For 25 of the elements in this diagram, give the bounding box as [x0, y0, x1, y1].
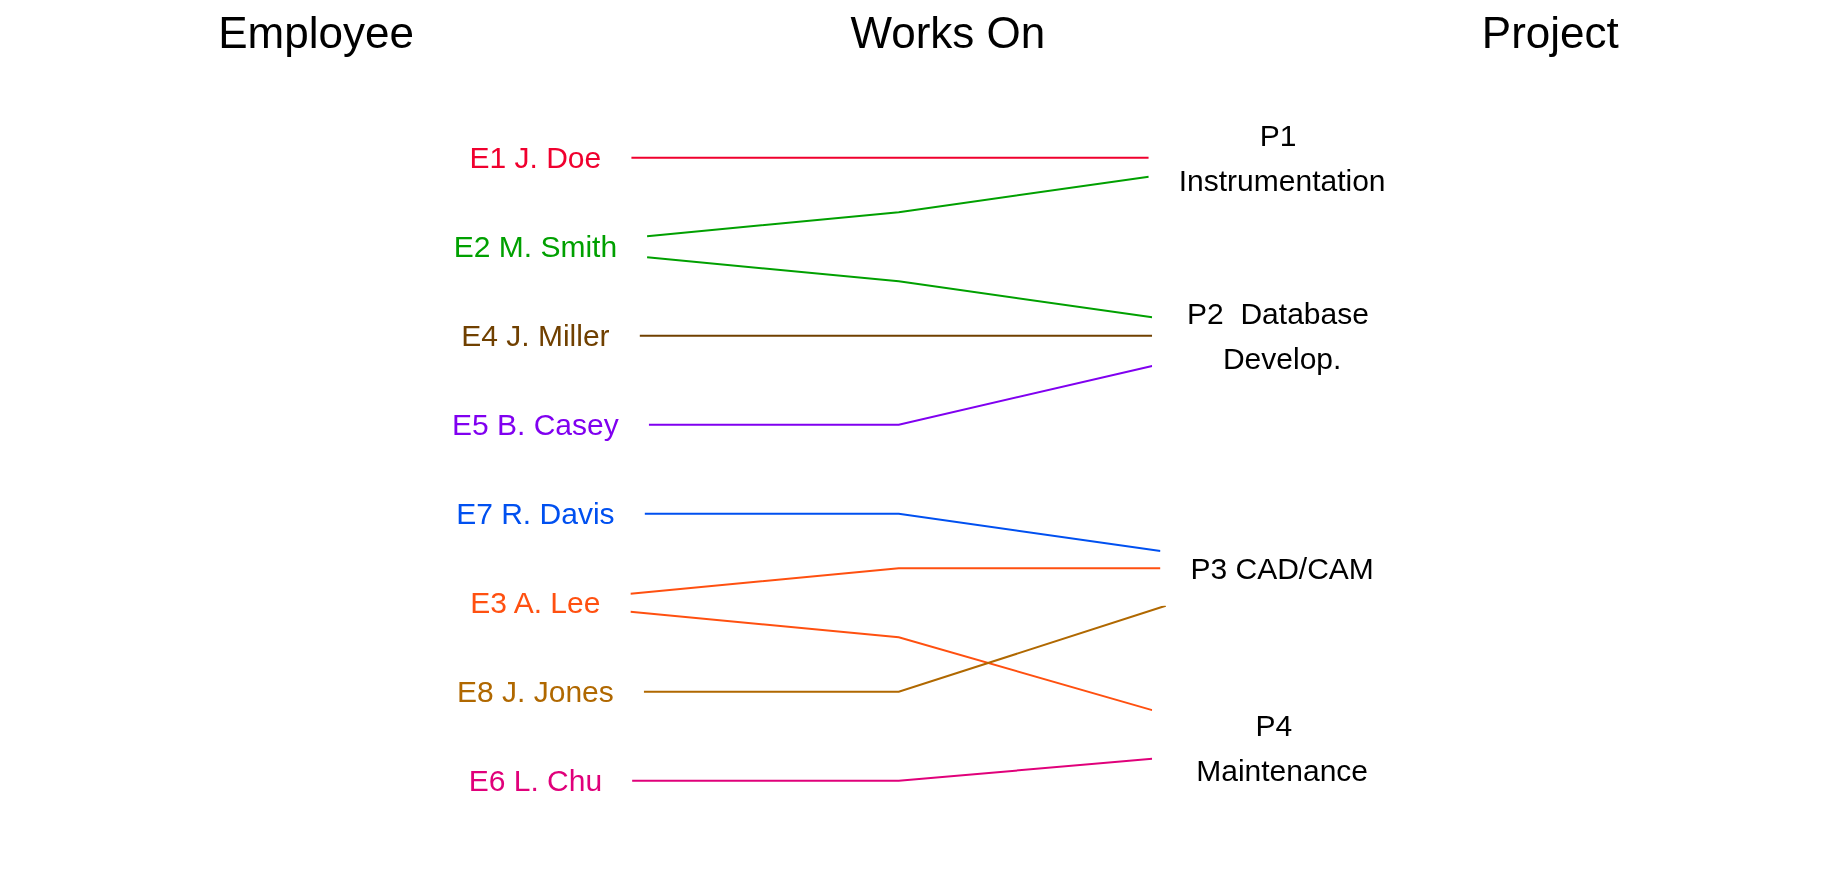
- node-text: E2 M. Smith: [453, 230, 617, 264]
- node-text: E8 J. Jones: [456, 675, 614, 709]
- column-heading: Project: [1481, 8, 1619, 58]
- node-text: P4 Maintenance: [1195, 708, 1368, 787]
- node-text: P1 Instrumentation: [1178, 118, 1386, 197]
- connector: [638, 334, 1153, 337]
- node-text: E1 J. Doe: [469, 141, 601, 175]
- connector: [630, 156, 1150, 159]
- connector: [629, 610, 1153, 712]
- node-text: E3 A. Lee: [470, 586, 601, 620]
- node-text: E5 B. Casey: [451, 408, 619, 442]
- node-text: P2 Database Develop.: [1186, 296, 1369, 375]
- connector: [630, 757, 1153, 782]
- node-text: P3 CAD/CAM: [1190, 551, 1374, 585]
- node-text: E4 J. Miller: [460, 319, 610, 353]
- node-text: E7 R. Davis: [455, 497, 615, 531]
- node-text: E6 L. Chu: [468, 764, 602, 798]
- column-heading: Works On: [850, 8, 1046, 58]
- connector: [629, 567, 1162, 595]
- connector: [643, 512, 1162, 552]
- connector: [645, 175, 1150, 238]
- connector: [642, 604, 1167, 693]
- connector: [645, 256, 1153, 319]
- column-heading: Employee: [218, 8, 414, 58]
- connector: [647, 364, 1153, 426]
